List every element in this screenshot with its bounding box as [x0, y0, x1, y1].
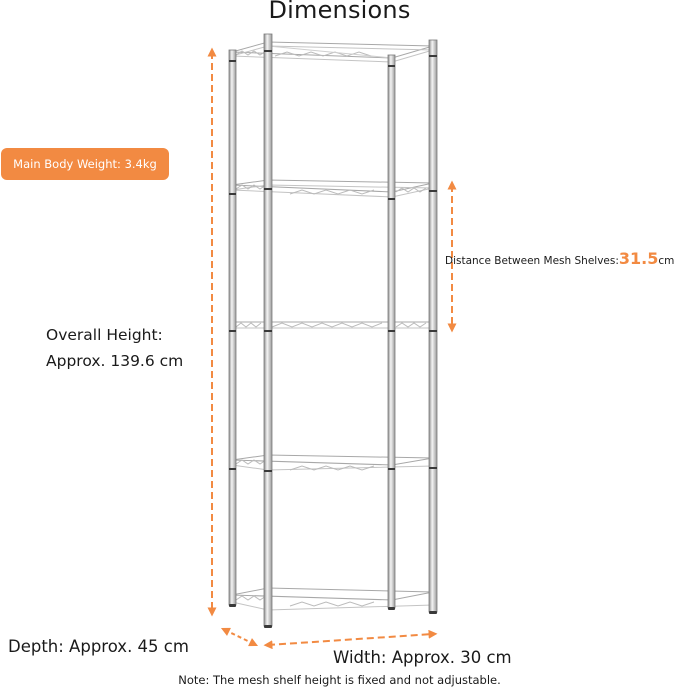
- shelf-5: [231, 587, 434, 611]
- shelf-4: [231, 454, 434, 471]
- shelf-distance-text: Distance Between Mesh Shelves:: [445, 255, 619, 267]
- pole-front-right: [428, 39, 438, 613]
- weight-value: 3.4kg: [124, 157, 157, 171]
- shelf-3: [232, 321, 433, 329]
- overall-height-label: Overall Height: Approx. 139.6 cm: [46, 322, 183, 374]
- shelf-2: [231, 179, 434, 198]
- width-dimension-arrow: [263, 629, 438, 650]
- page-title: Dimensions: [268, 0, 411, 24]
- shelf-distance-label: Distance Between Mesh Shelves:31.5cm: [445, 249, 674, 271]
- depth-dimension-arrow: [220, 627, 259, 647]
- weight-badge: Main Body Weight: 3.4kg: [1, 148, 169, 180]
- depth-label: Depth: Approx. 45 cm: [8, 637, 189, 656]
- mesh-shelves: [231, 41, 434, 611]
- footnote: Note: The mesh shelf height is fixed and…: [178, 673, 501, 687]
- shelf-distance-unit: cm: [658, 255, 675, 267]
- overall-height-value: Approx. 139.6 cm: [46, 352, 184, 370]
- rack-poles: [228, 33, 438, 627]
- shelf-1: [231, 41, 434, 63]
- shelf-distance-value: 31.5: [618, 249, 659, 268]
- overall-height-title: Overall Height:: [46, 326, 163, 344]
- pole-back-left: [228, 49, 237, 606]
- width-label: Width: Approx. 30 cm: [333, 648, 512, 667]
- weight-label: Main Body Weight:: [13, 157, 121, 171]
